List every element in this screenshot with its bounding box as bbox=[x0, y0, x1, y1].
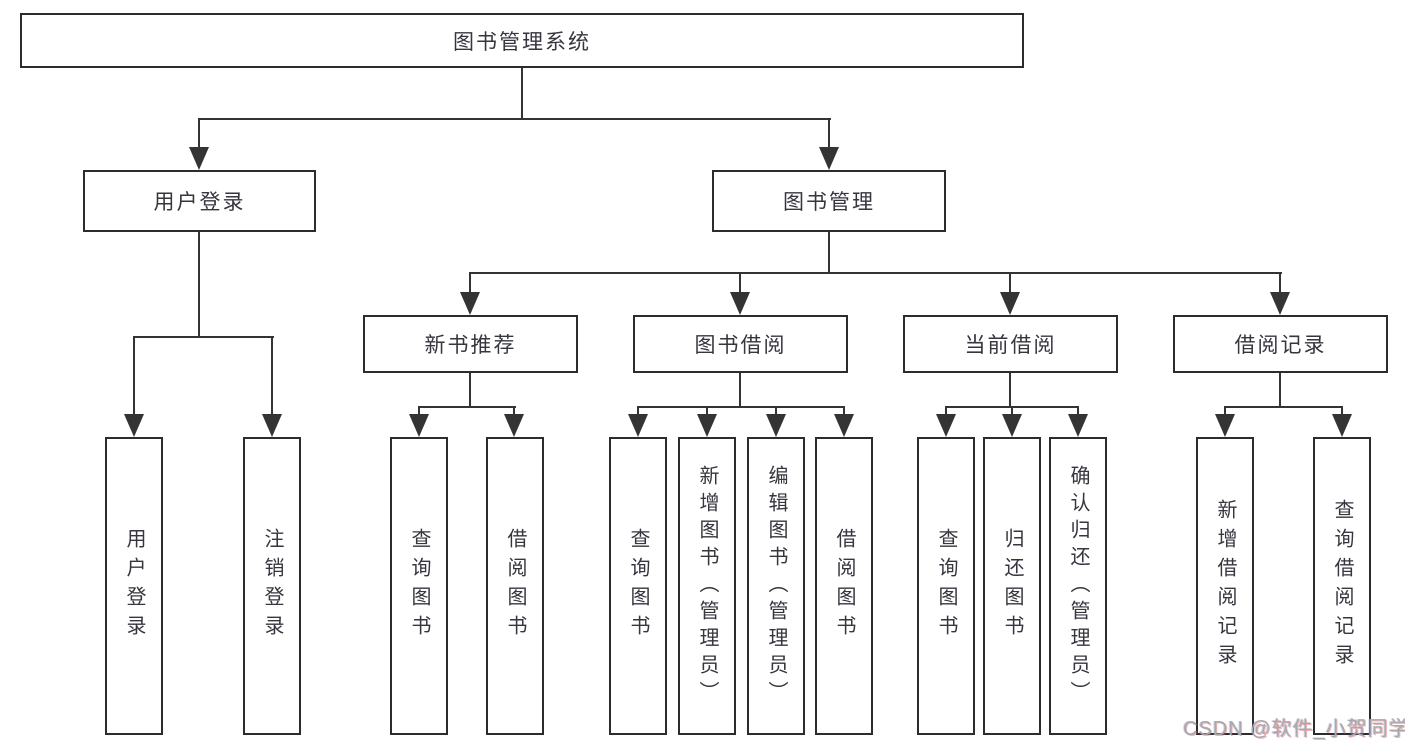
connector-group-stem bbox=[739, 373, 741, 407]
connector-level2-bar bbox=[198, 118, 831, 120]
connector-drop-leaf bbox=[1011, 408, 1013, 416]
watermark: CSDN @软件_小贺同学 bbox=[1183, 718, 1405, 740]
leaf-query-books-borrowing: 查询图书 bbox=[609, 437, 667, 735]
connector-group-bar bbox=[418, 406, 516, 408]
connector-group-stem bbox=[469, 373, 471, 407]
leaf-add-borrow-record: 新增借阅记录 bbox=[1196, 437, 1254, 735]
connector-drop-leaf bbox=[1341, 408, 1343, 416]
leaf-edit-book-admin: 编辑图书（管理员） bbox=[747, 437, 805, 735]
leaf-confirm-return-admin: 确认归还（管理员） bbox=[1049, 437, 1107, 735]
leaf-query-borrow-record: 查询借阅记录 bbox=[1313, 437, 1371, 735]
leaf-label: 借阅图书 bbox=[504, 528, 526, 644]
connector-drop-leaf bbox=[418, 408, 420, 416]
connector-group-bar bbox=[1224, 406, 1343, 408]
node-current-borrowing: 当前借阅 bbox=[903, 315, 1118, 373]
connector-drop-user-login bbox=[198, 118, 200, 150]
leaf-label: 编辑图书（管理员） bbox=[765, 464, 787, 708]
leaf-label: 注销登录 bbox=[261, 528, 283, 644]
leaf-label: 新增图书（管理员） bbox=[696, 464, 718, 708]
arrowhead-down-icon bbox=[460, 292, 480, 315]
leaf-label: 归还图书 bbox=[1001, 528, 1023, 644]
arrowhead-down-icon bbox=[1000, 292, 1020, 315]
arrowhead-down-icon bbox=[1215, 414, 1235, 437]
arrowhead-down-icon bbox=[834, 414, 854, 437]
node-book-management: 图书管理 bbox=[712, 170, 946, 232]
connector-group-bar bbox=[637, 406, 845, 408]
arrowhead-down-icon bbox=[1002, 414, 1022, 437]
connector-user-login-stem bbox=[198, 232, 200, 337]
connector-drop-group bbox=[1279, 274, 1281, 294]
leaf-label: 查询图书 bbox=[935, 528, 957, 644]
connector-root-stem bbox=[521, 68, 523, 118]
connector-drop-leaf bbox=[706, 408, 708, 416]
leaf-borrow-books-borrowing: 借阅图书 bbox=[815, 437, 873, 735]
leaf-borrow-books-recommend: 借阅图书 bbox=[486, 437, 544, 735]
connector-drop-book-management bbox=[828, 118, 830, 150]
node-book-borrowing: 图书借阅 bbox=[633, 315, 848, 373]
connector-drop-leaf bbox=[775, 408, 777, 416]
arrowhead-down-icon bbox=[766, 414, 786, 437]
connector-drop-leaf bbox=[1077, 408, 1079, 416]
leaf-return-books: 归还图书 bbox=[983, 437, 1041, 735]
arrowhead-down-icon bbox=[697, 414, 717, 437]
node-borrowing-records: 借阅记录 bbox=[1173, 315, 1388, 373]
arrowhead-down-icon bbox=[730, 292, 750, 315]
leaf-query-books-current: 查询图书 bbox=[917, 437, 975, 735]
connector-group-stem bbox=[1279, 373, 1281, 407]
connector-drop-leaf bbox=[513, 408, 515, 416]
connector-drop-group bbox=[739, 274, 741, 294]
arrowhead-down-icon bbox=[189, 147, 209, 170]
leaf-label: 借阅图书 bbox=[833, 528, 855, 644]
connector-book-management-stem bbox=[828, 232, 830, 273]
connector-drop-leaf bbox=[133, 338, 135, 416]
node-new-book-recommendation: 新书推荐 bbox=[363, 315, 578, 373]
node-user-login: 用户登录 bbox=[83, 170, 316, 232]
connector-group-stem bbox=[1009, 373, 1011, 407]
connector-drop-group bbox=[1009, 274, 1011, 294]
connector-drop-leaf bbox=[271, 338, 273, 416]
leaf-label: 用户登录 bbox=[123, 528, 145, 644]
connector-group-bar bbox=[945, 406, 1079, 408]
arrowhead-down-icon bbox=[409, 414, 429, 437]
leaf-label: 查询图书 bbox=[627, 528, 649, 644]
arrowhead-down-icon bbox=[936, 414, 956, 437]
connector-drop-leaf bbox=[843, 408, 845, 416]
arrowhead-down-icon bbox=[124, 414, 144, 437]
leaf-label: 新增借阅记录 bbox=[1214, 499, 1236, 673]
leaf-label: 确认归还（管理员） bbox=[1067, 464, 1089, 708]
arrowhead-down-icon bbox=[628, 414, 648, 437]
arrowhead-down-icon bbox=[1068, 414, 1088, 437]
arrowhead-down-icon bbox=[262, 414, 282, 437]
arrowhead-down-icon bbox=[1332, 414, 1352, 437]
leaf-label: 查询图书 bbox=[408, 528, 430, 644]
leaf-label: 查询借阅记录 bbox=[1331, 499, 1353, 673]
connector-drop-group bbox=[469, 274, 471, 294]
connector-level3-bar bbox=[469, 272, 1282, 274]
connector-drop-leaf bbox=[637, 408, 639, 416]
node-root-system: 图书管理系统 bbox=[20, 13, 1024, 68]
leaf-query-books-recommend: 查询图书 bbox=[390, 437, 448, 735]
leaf-logout: 注销登录 bbox=[243, 437, 301, 735]
arrowhead-down-icon bbox=[819, 147, 839, 170]
arrowhead-down-icon bbox=[504, 414, 524, 437]
arrowhead-down-icon bbox=[1270, 292, 1290, 315]
leaf-add-book-admin: 新增图书（管理员） bbox=[678, 437, 736, 735]
connector-drop-leaf bbox=[945, 408, 947, 416]
leaf-user-login: 用户登录 bbox=[105, 437, 163, 735]
connector-user-login-bar bbox=[133, 336, 274, 338]
connector-drop-leaf bbox=[1224, 408, 1226, 416]
